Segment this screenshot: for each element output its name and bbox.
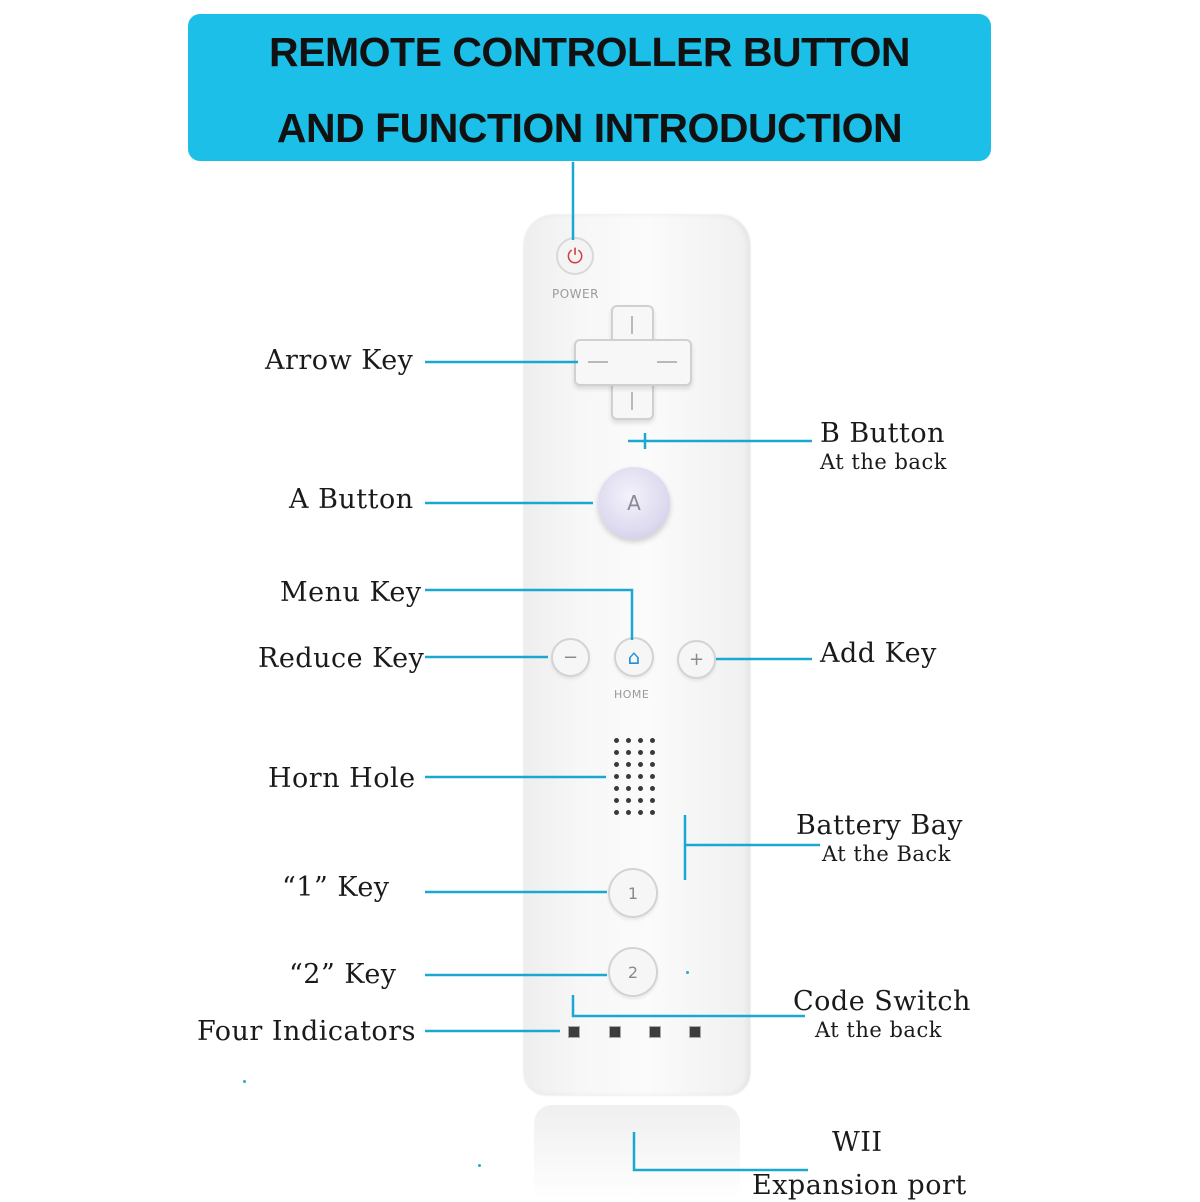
title-banner: REMOTE CONTROLLER BUTTON AND FUNCTION IN… [188, 14, 991, 161]
speaker-hole [638, 774, 643, 779]
speaker-hole [650, 738, 655, 743]
power-button: ⏻ [556, 237, 594, 275]
speaker-hole [614, 738, 619, 743]
speaker-hole [650, 750, 655, 755]
speaker-hole [614, 774, 619, 779]
dpad-center [613, 341, 652, 384]
player-indicator-3 [649, 1026, 661, 1038]
stray-dot [243, 1080, 246, 1083]
label-b-button-sub: At the back [820, 450, 947, 474]
speaker-hole [650, 762, 655, 767]
speaker-hole [638, 786, 643, 791]
speaker-hole [638, 762, 643, 767]
label-expansion-port: Expansion port [752, 1170, 967, 1201]
label-code-switch: Code Switch At the back [793, 986, 971, 1042]
label-menu-key: Menu Key [280, 577, 422, 608]
speaker-hole [650, 798, 655, 803]
player-indicator-2 [609, 1026, 621, 1038]
home-text: HOME [614, 688, 650, 701]
label-battery-bay-title: Battery Bay [796, 810, 964, 841]
label-b-button-title: B Button [820, 418, 945, 449]
one-button: 1 [608, 868, 658, 918]
banner-title-line-2: AND FUNCTION INTRODUCTION [276, 104, 903, 151]
speaker-hole [650, 810, 655, 815]
player-indicator-1 [568, 1026, 580, 1038]
label-a-button: A Button [289, 484, 414, 515]
speaker-hole [638, 798, 643, 803]
home-icon: ⌂ [627, 645, 641, 669]
two-button: 2 [608, 947, 658, 997]
speaker-hole [614, 750, 619, 755]
label-wii: WII [832, 1127, 883, 1158]
home-button: ⌂ [614, 637, 654, 677]
speaker-hole [650, 786, 655, 791]
remote-reflection [534, 1105, 740, 1200]
minus-button: − [551, 638, 590, 677]
speaker-hole [650, 774, 655, 779]
speaker-hole [638, 750, 643, 755]
plus-button: + [677, 640, 716, 679]
speaker-hole [638, 738, 643, 743]
label-b-button: B Button At the back [820, 418, 947, 474]
stray-dot [478, 1164, 481, 1167]
speaker-hole [626, 810, 631, 815]
speaker-hole [614, 798, 619, 803]
banner-title-line-1: REMOTE CONTROLLER BUTTON [269, 28, 910, 75]
speaker-hole [626, 798, 631, 803]
a-button: A [598, 467, 670, 539]
label-code-switch-title: Code Switch [793, 986, 971, 1017]
label-four-indicators: Four Indicators [197, 1016, 416, 1047]
label-add-key: Add Key [820, 638, 937, 669]
power-text: POWER [552, 287, 599, 301]
speaker-hole [626, 738, 631, 743]
speaker-hole [626, 750, 631, 755]
label-code-switch-sub: At the back [815, 1018, 942, 1042]
speaker-hole [626, 786, 631, 791]
speaker-hole [614, 762, 619, 767]
player-indicator-4 [689, 1026, 701, 1038]
speaker-hole [626, 774, 631, 779]
label-battery-bay: Battery Bay At the Back [796, 810, 963, 866]
power-icon: ⏻ [567, 244, 583, 268]
speaker-hole [626, 762, 631, 767]
label-one-key: “1” Key [282, 872, 390, 903]
label-two-key: “2” Key [289, 959, 397, 990]
label-horn-hole: Horn Hole [268, 763, 416, 794]
stray-dot [686, 971, 689, 974]
label-reduce-key: Reduce Key [258, 643, 425, 674]
speaker-grille [610, 735, 658, 819]
label-arrow-key: Arrow Key [265, 345, 414, 376]
speaker-hole [638, 810, 643, 815]
speaker-hole [614, 786, 619, 791]
label-battery-bay-sub: At the Back [822, 842, 951, 866]
speaker-hole [614, 810, 619, 815]
